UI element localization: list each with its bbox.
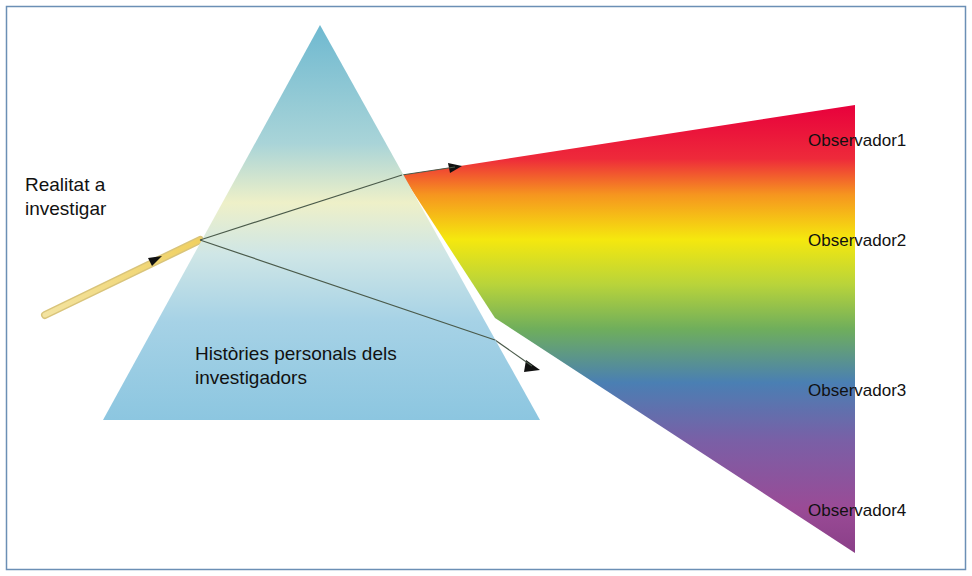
- prism: Històries personals dels investigadors: [103, 25, 540, 420]
- observer-label: Observador4: [808, 500, 958, 521]
- observer-label: Observador3: [808, 380, 958, 401]
- observer-label: Observador2: [808, 230, 958, 251]
- observer-label: Observador1: [808, 130, 958, 151]
- prism-label: Històries personals dels investigadors: [195, 342, 415, 390]
- input-label: Realitat a investigar: [25, 173, 175, 221]
